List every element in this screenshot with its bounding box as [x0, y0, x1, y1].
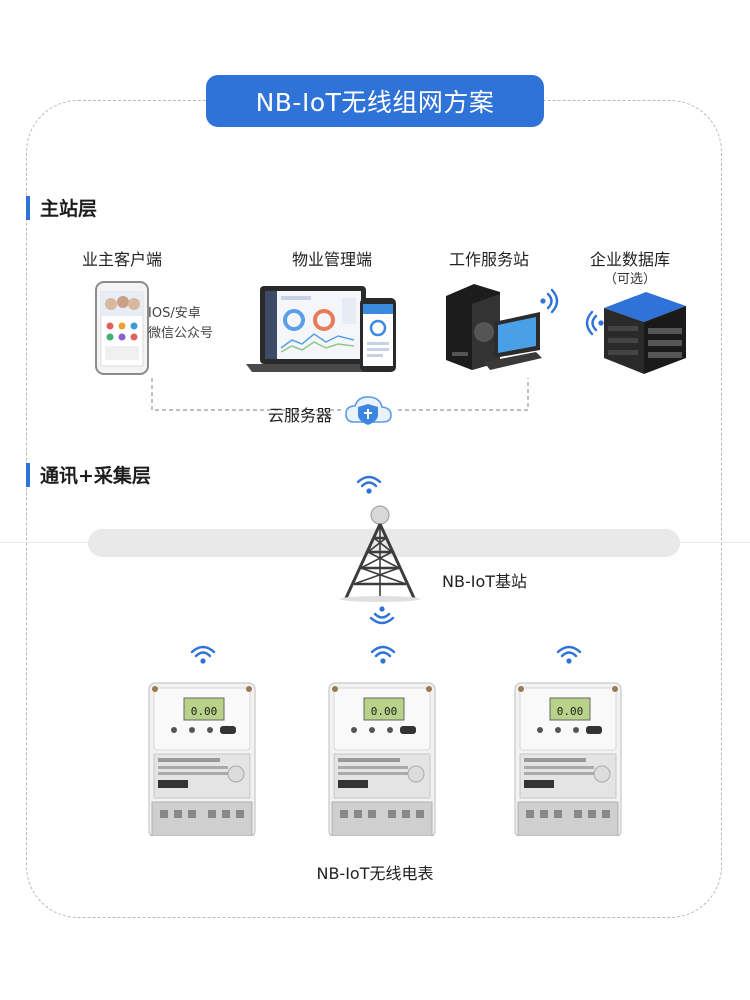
property-client-label: 物业管理端 — [291, 250, 372, 269]
server-workstation-icon — [446, 284, 542, 370]
cloud-server-label: 云服务器 — [268, 406, 333, 425]
section-comm: 通讯+采集层 — [26, 461, 151, 488]
phone-icon — [95, 281, 149, 375]
wifi-icon — [556, 645, 582, 664]
section-master: 主站层 — [26, 194, 97, 221]
cloud-connector — [151, 378, 529, 411]
wifi-icon — [585, 310, 604, 336]
wifi-icon — [369, 606, 395, 625]
work-station-label: 工作服务站 — [448, 250, 529, 269]
wifi-icon — [356, 475, 382, 494]
diagram-title: NB-IoT无线组网方案 — [206, 75, 544, 127]
database-icon — [604, 292, 686, 374]
wifi-icon — [540, 288, 559, 314]
owner-platforms-1: IOS/安卓 — [148, 306, 201, 321]
meter-icon: 0.00 — [148, 682, 256, 836]
wifi-icon — [370, 645, 396, 664]
meters-label: NB-IoT无线电表 — [316, 864, 434, 883]
enterprise-db-label: 企业数据库 — [589, 250, 670, 269]
meter-reading: 0.00 — [371, 705, 398, 718]
section-bar — [26, 462, 30, 487]
section-bar — [26, 195, 30, 220]
base-station-label: NB-IoT基站 — [442, 572, 528, 591]
laptop-tablet-icon — [246, 286, 396, 372]
section-comm-label: 通讯+采集层 — [40, 465, 151, 487]
cloud-icon — [345, 396, 392, 425]
meter-reading: 0.00 — [557, 705, 584, 718]
owner-client-label: 业主客户端 — [81, 250, 162, 269]
owner-platforms-2: 微信公众号 — [148, 326, 214, 341]
wifi-icon — [190, 645, 216, 664]
section-master-label: 主站层 — [40, 198, 98, 220]
meter-icon: 0.00 — [514, 682, 622, 836]
meter-icon: 0.00 — [328, 682, 436, 836]
enterprise-db-note: （可选） — [603, 272, 656, 287]
tower-icon — [340, 505, 420, 602]
meter-reading: 0.00 — [191, 705, 218, 718]
